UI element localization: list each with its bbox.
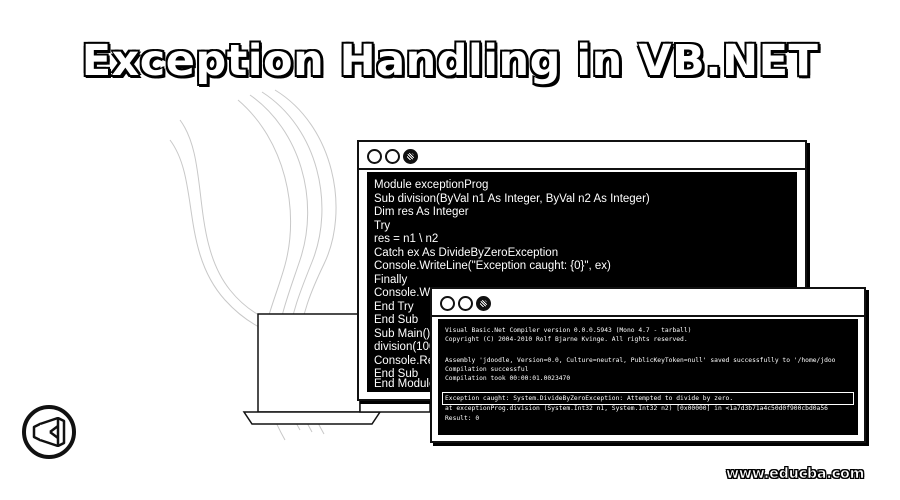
console-line: Exception caught: System.DivideByZeroExc…	[445, 395, 734, 402]
code-line: Try	[374, 219, 391, 232]
code-line: res = n1 \ n2	[374, 233, 439, 245]
console-line: at exceptionProg.division (System.Int32 …	[445, 405, 828, 412]
console-line: Compilation took 00:00:01.0023470	[445, 375, 571, 382]
window-titlebar	[432, 289, 864, 317]
code-line: Finally	[374, 273, 408, 286]
window-button-icon	[367, 149, 382, 164]
console-line: Compilation successful	[445, 366, 529, 373]
code-line: Console.WriteLine("Exception caught: {0}…	[374, 260, 611, 272]
code-line: End Try	[374, 300, 414, 313]
window-button-icon	[385, 149, 400, 164]
exception-highlight	[442, 392, 854, 405]
window-button-icon	[476, 296, 491, 311]
visual-studio-logo-icon	[22, 405, 76, 459]
console-line: Visual Basic.Net Compiler version 0.0.0.…	[445, 327, 692, 334]
window-button-icon	[458, 296, 473, 311]
watermark-text: www.educba.com	[726, 466, 865, 483]
console-output-window: Visual Basic.Net Compiler version 0.0.0.…	[430, 287, 866, 443]
code-line: Dim res As Integer	[374, 206, 469, 218]
code-line: End Module	[374, 378, 436, 390]
code-line: Catch ex As DivideByZeroException	[374, 246, 559, 259]
console-line: Assembly 'jdoodle, Version=0.0, Culture=…	[445, 357, 836, 364]
console-line: Result: 0	[445, 415, 480, 422]
window-button-icon	[440, 296, 455, 311]
console-panel: Visual Basic.Net Compiler version 0.0.0.…	[438, 319, 858, 435]
console-line: Copyright (C) 2004-2010 Rolf Bjarne Kvin…	[445, 336, 688, 343]
window-button-icon	[403, 149, 418, 164]
code-line: Sub Main()	[374, 327, 431, 340]
code-line: Console.Writ	[374, 287, 440, 299]
code-line: Sub division(ByVal n1 As Integer, ByVal …	[374, 192, 650, 205]
code-line: division(100	[374, 341, 436, 353]
code-line: End Sub	[374, 368, 419, 380]
window-titlebar	[359, 142, 805, 170]
code-line: Console.Rea	[374, 354, 441, 367]
code-line: Module exceptionProg	[374, 179, 489, 191]
code-line: End Sub	[374, 314, 419, 326]
page-title: Exception Handling in VB.NET	[81, 35, 819, 87]
